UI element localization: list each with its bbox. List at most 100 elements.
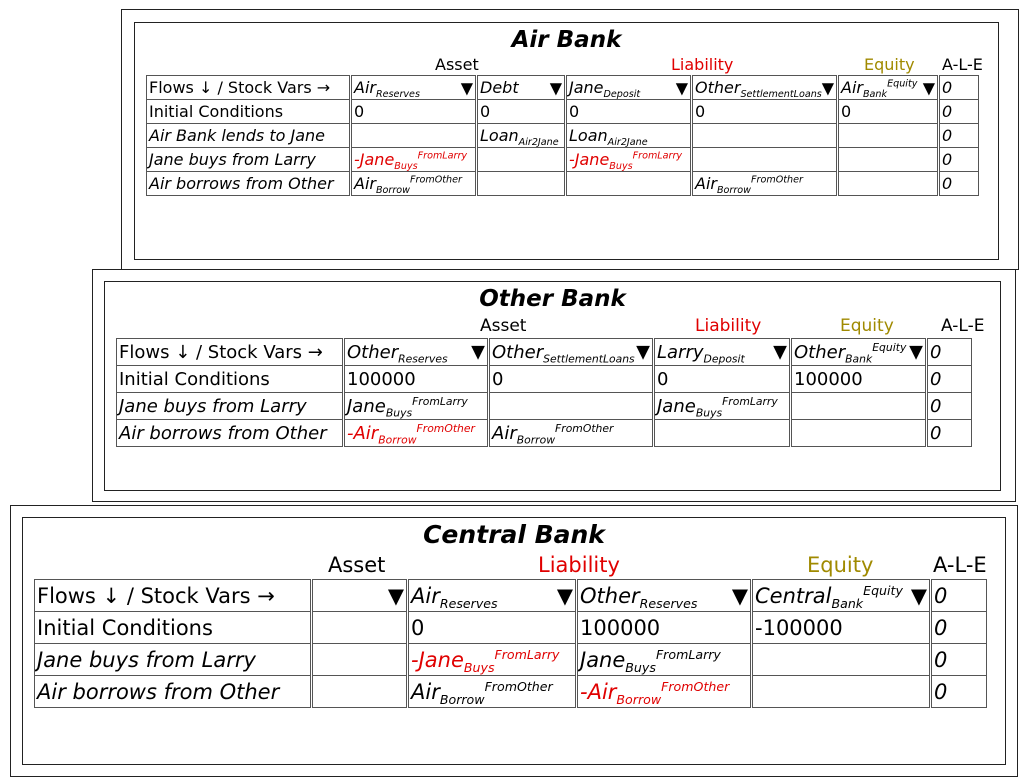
flow-cell[interactable] [311,675,409,708]
flow-cell[interactable] [653,419,792,447]
flow-cell[interactable]: 0 [488,365,655,393]
flow-cell[interactable] [476,147,567,172]
flow-cell[interactable] [751,675,932,708]
flow-cell[interactable] [691,147,839,172]
dropdown-icon[interactable]: ▼ [549,78,562,97]
flow-cell[interactable]: 0 [476,99,567,124]
flow-cell[interactable]: 100000 [790,365,928,393]
flow-cell[interactable] [488,392,655,420]
dropdown-icon[interactable]: ▼ [460,78,473,97]
stock-var-header[interactable]: ▼ [311,579,409,612]
var-base: Air [354,78,376,97]
flow-cell[interactable]: 0 [837,99,940,124]
flow-cell[interactable]: JaneBuysFromLarry [653,392,792,420]
flow-cell[interactable]: 0 [565,99,693,124]
flow-cell[interactable]: 100000 [343,365,490,393]
stock-var-header[interactable]: OtherSettlementLoans▼ [691,75,839,100]
stock-var-header[interactable]: OtherReserves▼ [576,579,753,612]
var-base: Larry [657,341,704,363]
stock-var-header[interactable]: OtherReserves▼ [343,338,490,366]
stock-var-header[interactable]: OtherSettlementLoans▼ [488,338,655,366]
var-subscript: Reserves [398,352,448,366]
flow-cell[interactable]: -JaneBuysFromLarry [350,147,478,172]
stock-var-header[interactable]: CentralBankEquity▼ [751,579,932,612]
flow-cell[interactable] [790,419,928,447]
stock-var-header[interactable]: AirReserves▼ [350,75,478,100]
flow-cell[interactable] [790,392,928,420]
cell-superscript: FromLarry [632,150,683,162]
dropdown-icon[interactable]: ▼ [387,583,404,608]
cell-value: Loan [569,126,608,145]
flow-cell[interactable]: 0 [407,611,578,644]
dropdown-icon[interactable]: ▼ [636,341,650,363]
flow-cell[interactable]: -100000 [751,611,932,644]
flow-cell[interactable] [837,123,940,148]
flow-cell[interactable]: 0 [350,99,478,124]
flow-cell[interactable] [476,171,567,196]
stock-var-header[interactable]: AirReserves▼ [407,579,578,612]
cell-subscript: Borrow [439,691,485,707]
dropdown-icon[interactable]: ▼ [773,341,787,363]
stock-var-header[interactable]: AirBankEquity▼ [837,75,940,100]
flow-label: Jane buys from Larry [34,643,313,676]
air-equity-header: Equity [864,55,915,74]
flow-cell[interactable]: 100000 [576,611,753,644]
dropdown-icon[interactable]: ▼ [675,78,688,97]
cell-value: Air [492,422,517,444]
dropdown-icon[interactable]: ▼ [910,583,927,608]
dropdown-icon[interactable]: ▼ [556,583,573,608]
flow-cell[interactable] [751,643,932,676]
dropdown-icon[interactable]: ▼ [731,583,748,608]
flow-cell[interactable]: -AirBorrowFromOther [343,419,490,447]
flow-cell[interactable] [350,123,478,148]
flow-cell[interactable] [311,611,409,644]
corner-label: Flows ↓ / Stock Vars → [116,338,345,366]
ale-cell: 0 [926,419,972,447]
cell-subscript: Borrow [375,185,411,196]
stock-var-header[interactable]: OtherBankEquity▼ [790,338,928,366]
air-liability-header: Liability [671,55,734,74]
flow-cell[interactable] [311,643,409,676]
flow-cell[interactable]: -AirBorrowFromOther [576,675,753,708]
stock-var-header[interactable]: JaneDeposit▼ [565,75,693,100]
flow-cell[interactable]: -JaneBuysFromLarry [565,147,693,172]
flow-cell[interactable]: LoanAir2Jane [565,123,693,148]
cell-value: -Air [580,679,617,704]
var-base: Jane [569,78,604,97]
cell-superscript: FromLarry [655,646,721,662]
central-ale-header: A-L-E [933,553,987,577]
flow-cell[interactable] [691,123,839,148]
flow-cell[interactable]: 0 [691,99,839,124]
cell-value: 0 [657,368,669,390]
flow-cell[interactable]: AirBorrowFromOther [350,171,478,196]
stock-var-header[interactable]: LarryDeposit▼ [653,338,792,366]
cell-superscript: FromLarry [412,394,468,408]
var-base: Other [580,583,640,608]
flow-cell[interactable] [565,171,693,196]
dropdown-icon[interactable]: ▼ [821,78,834,97]
var-base: Other [794,341,846,363]
flow-cell[interactable]: LoanAir2Jane [476,123,567,148]
dropdown-icon[interactable]: ▼ [922,78,935,97]
stock-var-header[interactable]: Debt▼ [476,75,567,100]
flow-cell[interactable]: JaneBuysFromLarry [576,643,753,676]
flow-cell[interactable] [837,171,940,196]
flow-cell[interactable]: 0 [653,365,792,393]
central-equity-header: Equity [807,553,874,577]
air-bank-table: Flows ↓ / Stock Vars →AirReserves▼Debt▼J… [146,75,979,196]
dropdown-icon[interactable]: ▼ [471,341,485,363]
flow-cell[interactable]: AirBorrowFromOther [691,171,839,196]
flow-cell[interactable]: AirBorrowFromOther [488,419,655,447]
dropdown-icon[interactable]: ▼ [909,341,923,363]
flow-cell[interactable]: AirBorrowFromOther [407,675,578,708]
flow-cell[interactable] [837,147,940,172]
flow-cell[interactable]: JaneBuysFromLarry [343,392,490,420]
cell-superscript: FromOther [555,421,614,435]
cell-value: Air [411,679,440,704]
var-superscript: Equity [872,340,907,354]
other-bank-table: Flows ↓ / Stock Vars →OtherReserves▼Othe… [116,338,972,447]
cell-superscript: FromOther [416,421,475,435]
flow-cell[interactable]: -JaneBuysFromLarry [407,643,578,676]
